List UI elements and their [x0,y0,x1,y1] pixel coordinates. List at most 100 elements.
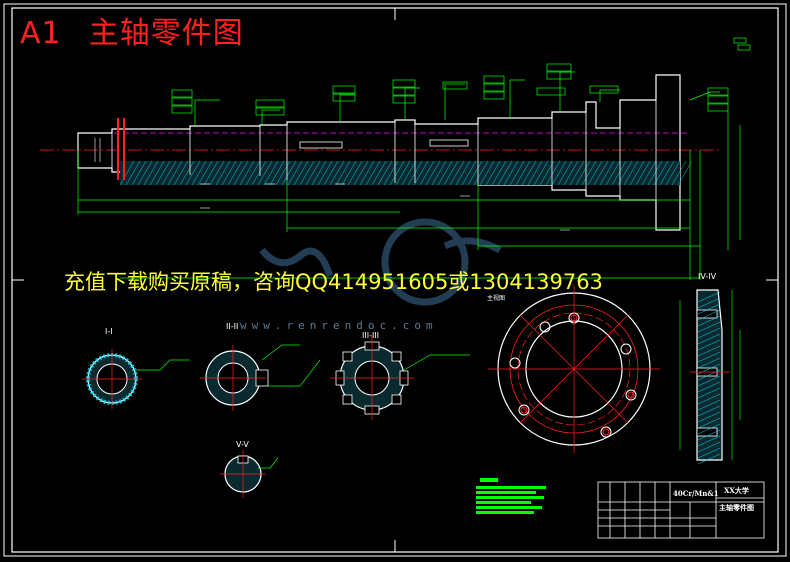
hatch-line [443,160,459,186]
hatch-line [167,160,183,186]
flange-view [488,285,660,453]
section-1 [82,349,190,409]
hatch-line [697,303,721,315]
hatch-line [697,321,721,333]
hatch-line [697,423,721,435]
watermark-text: 充值下载购买原稿，咨询QQ414951605或1304139763 [64,270,603,294]
hatch-line [371,160,387,186]
hatch-line [557,160,573,186]
flange-view-label: 主视图 [487,295,506,302]
hatch-line [593,160,609,186]
hatch-line [497,160,513,186]
hatch-line [317,160,333,186]
hatch-line [431,160,447,186]
keyway [299,141,343,149]
hatch-line [697,327,721,339]
section-label-5: V-V [236,440,249,449]
hatch-line [503,160,519,186]
hatch-line [515,160,531,186]
hatch-line [473,160,489,186]
centering-marks [12,8,778,552]
hatch-line [697,435,721,447]
hatch-line [191,160,207,186]
shaft-section-hatch [120,161,680,185]
hatch-line [299,160,315,186]
hatch-line [563,160,579,186]
hatch-line [413,160,429,186]
hatch-line [491,160,507,186]
hatch-line [611,160,627,186]
hatch-line [119,160,135,186]
hatch-line [173,160,189,186]
hatch-line [665,160,681,186]
hatch-lines [119,160,693,186]
hatch-line [293,160,309,186]
hatch-line [449,160,465,186]
shaft-view [40,74,720,231]
hatch-line [437,160,453,186]
hatch-line [227,160,243,186]
hatch-line [697,345,721,357]
hatch-line [389,160,405,186]
hatch-line [697,315,721,327]
hatch-line [697,405,721,417]
hatch-line [697,399,721,411]
title-block [597,481,765,539]
hatch-line [329,160,345,186]
hatch-line [697,393,721,405]
hatch-line [697,447,721,459]
hatch-line [377,160,393,186]
section-3 [330,336,470,420]
hatch-line [269,160,285,186]
hatch-line [215,160,231,186]
hatch-line [485,160,501,186]
hatch-line [697,375,721,387]
hatch-line [697,417,721,429]
hatch-line [521,160,537,186]
hatch-line [155,160,171,186]
keyway [429,139,469,147]
logo-watermark [259,218,502,306]
hatch-line [263,160,279,186]
hatch-line [281,160,297,186]
drawing-name-label: 主轴零件图 [88,16,244,51]
step-lines [111,75,657,230]
hatch-line [479,160,495,186]
hatch-line [659,160,675,186]
hatch-line [527,160,543,186]
hatch-line [233,160,249,186]
hatch-line [125,160,141,186]
hatch-line [137,160,153,186]
section-label-1: I-I [105,327,113,336]
title-block-material: 40Cr/Mn&1 [673,489,719,498]
section-2 [200,344,321,411]
hatch-line [365,160,381,186]
hatch-line [245,160,261,186]
hatch-line [401,160,417,186]
sheet-size-label: A1 [20,16,62,51]
hatch-line [545,160,561,186]
hatch-line [305,160,321,186]
hatch-line [697,309,721,321]
hatch-line [605,160,621,186]
hatch-line [221,160,237,186]
hatch-line [275,160,291,186]
hatch-line [697,429,721,441]
hatch-line [635,160,651,186]
hatch-line [197,160,213,186]
hatch-line [461,160,477,186]
hatch-line [425,160,441,186]
hatch-line [257,160,273,186]
hatch-line [179,160,195,186]
hatch-line [323,160,339,186]
hatch-line [697,291,721,303]
hatch-line [143,160,159,186]
hatch-line [239,160,255,186]
hatch-line [209,160,225,186]
section-label-2: II-II [226,322,239,331]
hatch-line [359,160,375,186]
hatch-line [647,160,663,186]
hatch-line [533,160,549,186]
hatch-line [383,160,399,186]
